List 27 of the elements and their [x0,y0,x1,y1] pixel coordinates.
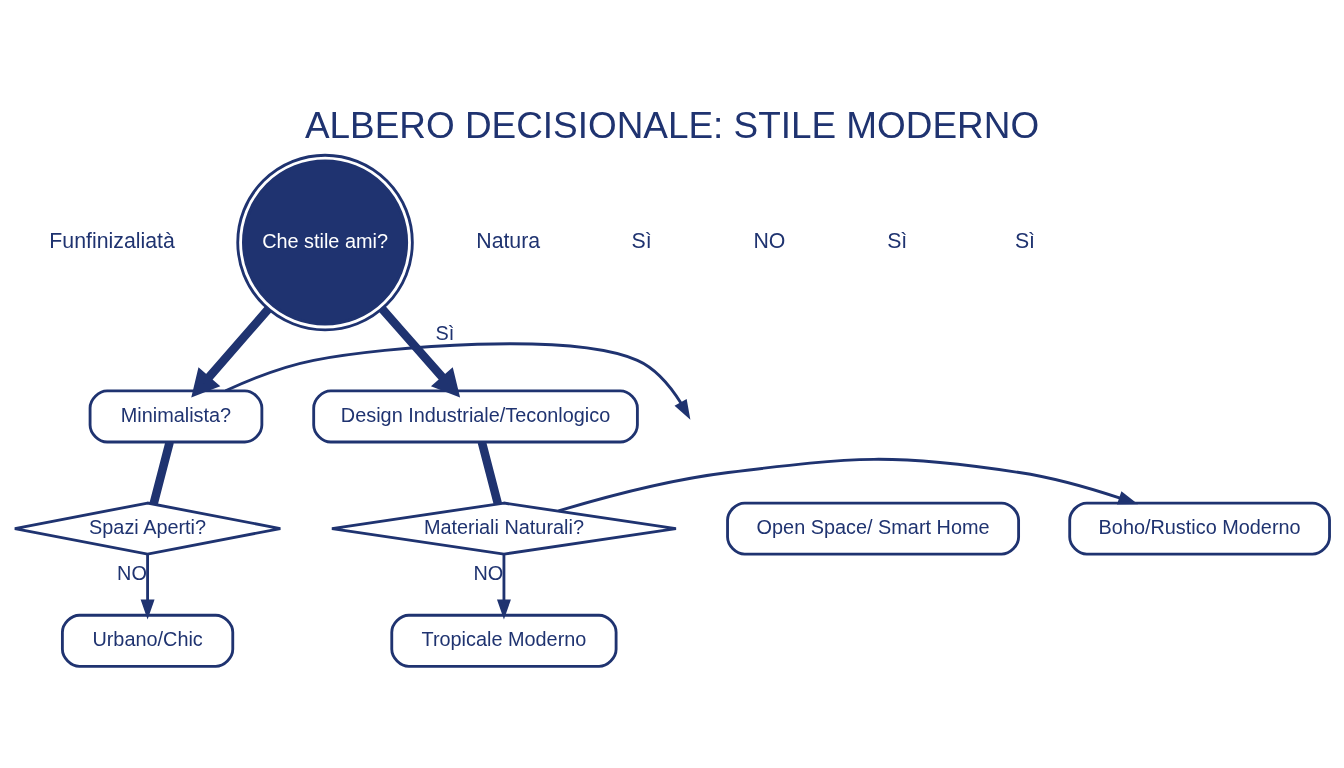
node-diamond: Materiali Naturali? [330,501,678,556]
arrow [496,553,511,619]
edge-label: NO [473,561,504,584]
arrow [140,553,155,619]
label: Sì [1014,227,1036,252]
node-box: Minimalista? [88,388,264,443]
connector [149,440,174,505]
label: Sì [887,227,908,252]
node-box: Boho/Rustico Moderno [1068,501,1331,556]
connector [477,440,502,505]
node-box: Tropicale Moderno [390,613,618,668]
label: Natura [476,227,541,252]
edge-label: Sì [435,321,455,344]
label: Funfinizaliatà [49,227,175,252]
arrow [379,305,461,397]
arrow [224,341,691,420]
arrow [191,305,272,397]
diagram-title: ALBERO DECISIONALE: STILE MODERNO [304,104,1040,146]
node-box: Open Space/ Smart Home [726,501,1020,556]
node-circle: Che stile ami? [236,153,414,331]
label: NO [753,227,786,252]
node-diamond: Spazi Aperti? [13,501,282,556]
edge-label: NO [117,561,147,584]
node-box: Design Industriale/Teconlogico [312,388,639,443]
label: Sì [631,227,652,252]
arrow [558,457,1138,512]
node-box: Urbano/Chic [60,613,235,668]
